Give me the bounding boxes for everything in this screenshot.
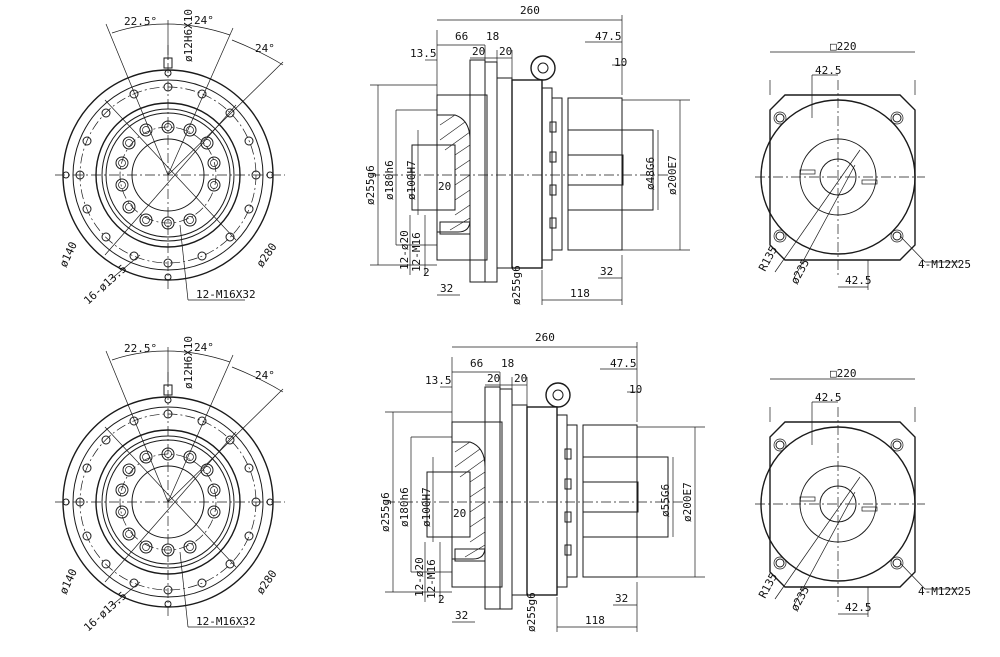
dim-2-label: 2 <box>423 266 430 279</box>
side-section-view: 260 13.5 66 20 20 18 47.5 10 32 118 32 ø… <box>379 331 705 632</box>
section-hatch <box>439 114 471 231</box>
dim-20-center-label: 20 <box>438 180 451 193</box>
dim-66-label: 66 <box>455 30 468 43</box>
square-220-label: □220 <box>830 40 857 53</box>
angle-24-label: 24° <box>194 14 214 27</box>
dim-20-label: 20 <box>487 372 500 385</box>
motor-holes-label: 4-M12X25 <box>918 258 971 271</box>
angle-24-label: 24° <box>194 341 214 354</box>
holes-16-label: 16-ø13.5 <box>81 589 129 634</box>
side-section-view: 260 13.5 66 20 20 18 47.5 10 32 118 32 ø… <box>364 4 690 305</box>
dim-42-5-label-2: 42.5 <box>845 601 872 614</box>
dia-shaft-label: ø48G6 <box>644 157 657 190</box>
dim-47-5-label: 47.5 <box>610 357 637 370</box>
dia-100H7-label: ø100H7 <box>405 160 418 200</box>
threaded-holes <box>115 120 221 230</box>
dim-47-5-label: 47.5 <box>595 30 622 43</box>
dim-42-5-label: 42.5 <box>815 391 842 404</box>
dim-18-label: 18 <box>486 30 499 43</box>
threaded-holes <box>115 447 221 557</box>
length-260-label: 260 <box>535 331 555 344</box>
drawing-set-2: 22.5° 24° 24° ø12H6X10 ø140 ø280 16-ø13.… <box>55 331 971 634</box>
dim-118-label: 118 <box>585 614 605 627</box>
dim-32-label-2: 32 <box>615 592 628 605</box>
pcd-235-label: ø235 <box>788 257 812 287</box>
dia-255g6-bottom-label: ø255g6 <box>510 265 523 305</box>
dia-255g6-bottom-label: ø255g6 <box>525 592 538 632</box>
dim-13-5-label: 13.5 <box>425 374 452 387</box>
dim-2-label: 2 <box>438 593 445 606</box>
holes-12-M16-label: 12-M16 <box>410 232 423 272</box>
pcd-140-label: ø140 <box>57 240 80 270</box>
dim-42-5-label: 42.5 <box>815 64 842 77</box>
front-view: 22.5° 24° 24° ø12H6X10 ø140 ø280 16-ø13.… <box>55 336 285 634</box>
dim-13-5-label: 13.5 <box>410 47 437 60</box>
holes-12-label: 12-M16X32 <box>196 288 256 301</box>
dia-200E7-label: ø200E7 <box>681 482 694 522</box>
outer-bolt-holes <box>62 396 274 608</box>
length-260-label: 260 <box>520 4 540 17</box>
dim-32-label: 32 <box>440 282 453 295</box>
dim-18-label: 18 <box>501 357 514 370</box>
outer-bolt-holes <box>62 69 274 281</box>
dim-118-label: 118 <box>570 287 590 300</box>
dim-10-label: 10 <box>629 383 642 396</box>
angle-22-5-label: 22.5° <box>124 15 157 28</box>
angle-24-label-2: 24° <box>255 369 275 382</box>
dowel-label: ø12H6X10 <box>182 336 195 389</box>
dia-255g6-label: ø255g6 <box>364 165 377 205</box>
angle-22-5-label: 22.5° <box>124 342 157 355</box>
motor-holes-label: 4-M12X25 <box>918 585 971 598</box>
drawing-set-1: 22.5° 24° 24° ø12H6X10 ø140 ø280 16-ø13.… <box>55 4 971 307</box>
dim-10-label: 10 <box>614 56 627 69</box>
dim-20-label-2: 20 <box>499 45 512 58</box>
dim-42-5-label-2: 42.5 <box>845 274 872 287</box>
holes-12-M16-label: 12-M16 <box>425 559 438 599</box>
holes-12-label: 12-M16X32 <box>196 615 256 628</box>
dia-180h6-label: ø180h6 <box>383 160 396 200</box>
section-hatch <box>454 441 486 558</box>
angle-24-label-2: 24° <box>255 42 275 55</box>
motor-flange-view: □220 42.5 42.5 R135 ø235 4-M12X25 <box>755 40 971 290</box>
radius-label: R135 <box>756 571 780 601</box>
dia-180h6-label: ø180h6 <box>398 487 411 527</box>
pcd-280-label: ø280 <box>254 568 280 597</box>
dim-20-label: 20 <box>472 45 485 58</box>
square-220-label: □220 <box>830 367 857 380</box>
pcd-140-label: ø140 <box>57 567 80 597</box>
radius-label: R135 <box>756 244 780 274</box>
pcd-280-label: ø280 <box>254 241 280 270</box>
holes-12-dia20-label: 12-ø20 <box>398 230 411 270</box>
dim-20-center-label: 20 <box>453 507 466 520</box>
dim-20-label-2: 20 <box>514 372 527 385</box>
motor-flange-view: □220 42.5 42.5 R135 ø235 4-M12X25 <box>755 367 971 617</box>
dia-shaft-label: ø55G6 <box>659 484 672 517</box>
holes-16-label: 16-ø13.5 <box>81 262 129 307</box>
dia-100H7-label: ø100H7 <box>420 487 433 527</box>
dim-66-label: 66 <box>470 357 483 370</box>
dim-32-label: 32 <box>455 609 468 622</box>
dim-32-label-2: 32 <box>600 265 613 278</box>
front-view: 22.5° 24° 24° ø12H6X10 ø140 ø280 16-ø13.… <box>55 9 285 307</box>
dia-255g6-label: ø255g6 <box>379 492 392 532</box>
dia-200E7-label: ø200E7 <box>666 155 679 195</box>
pcd-235-label: ø235 <box>788 584 812 614</box>
dowel-label: ø12H6X10 <box>182 9 195 62</box>
holes-12-dia20-label: 12-ø20 <box>413 557 426 597</box>
